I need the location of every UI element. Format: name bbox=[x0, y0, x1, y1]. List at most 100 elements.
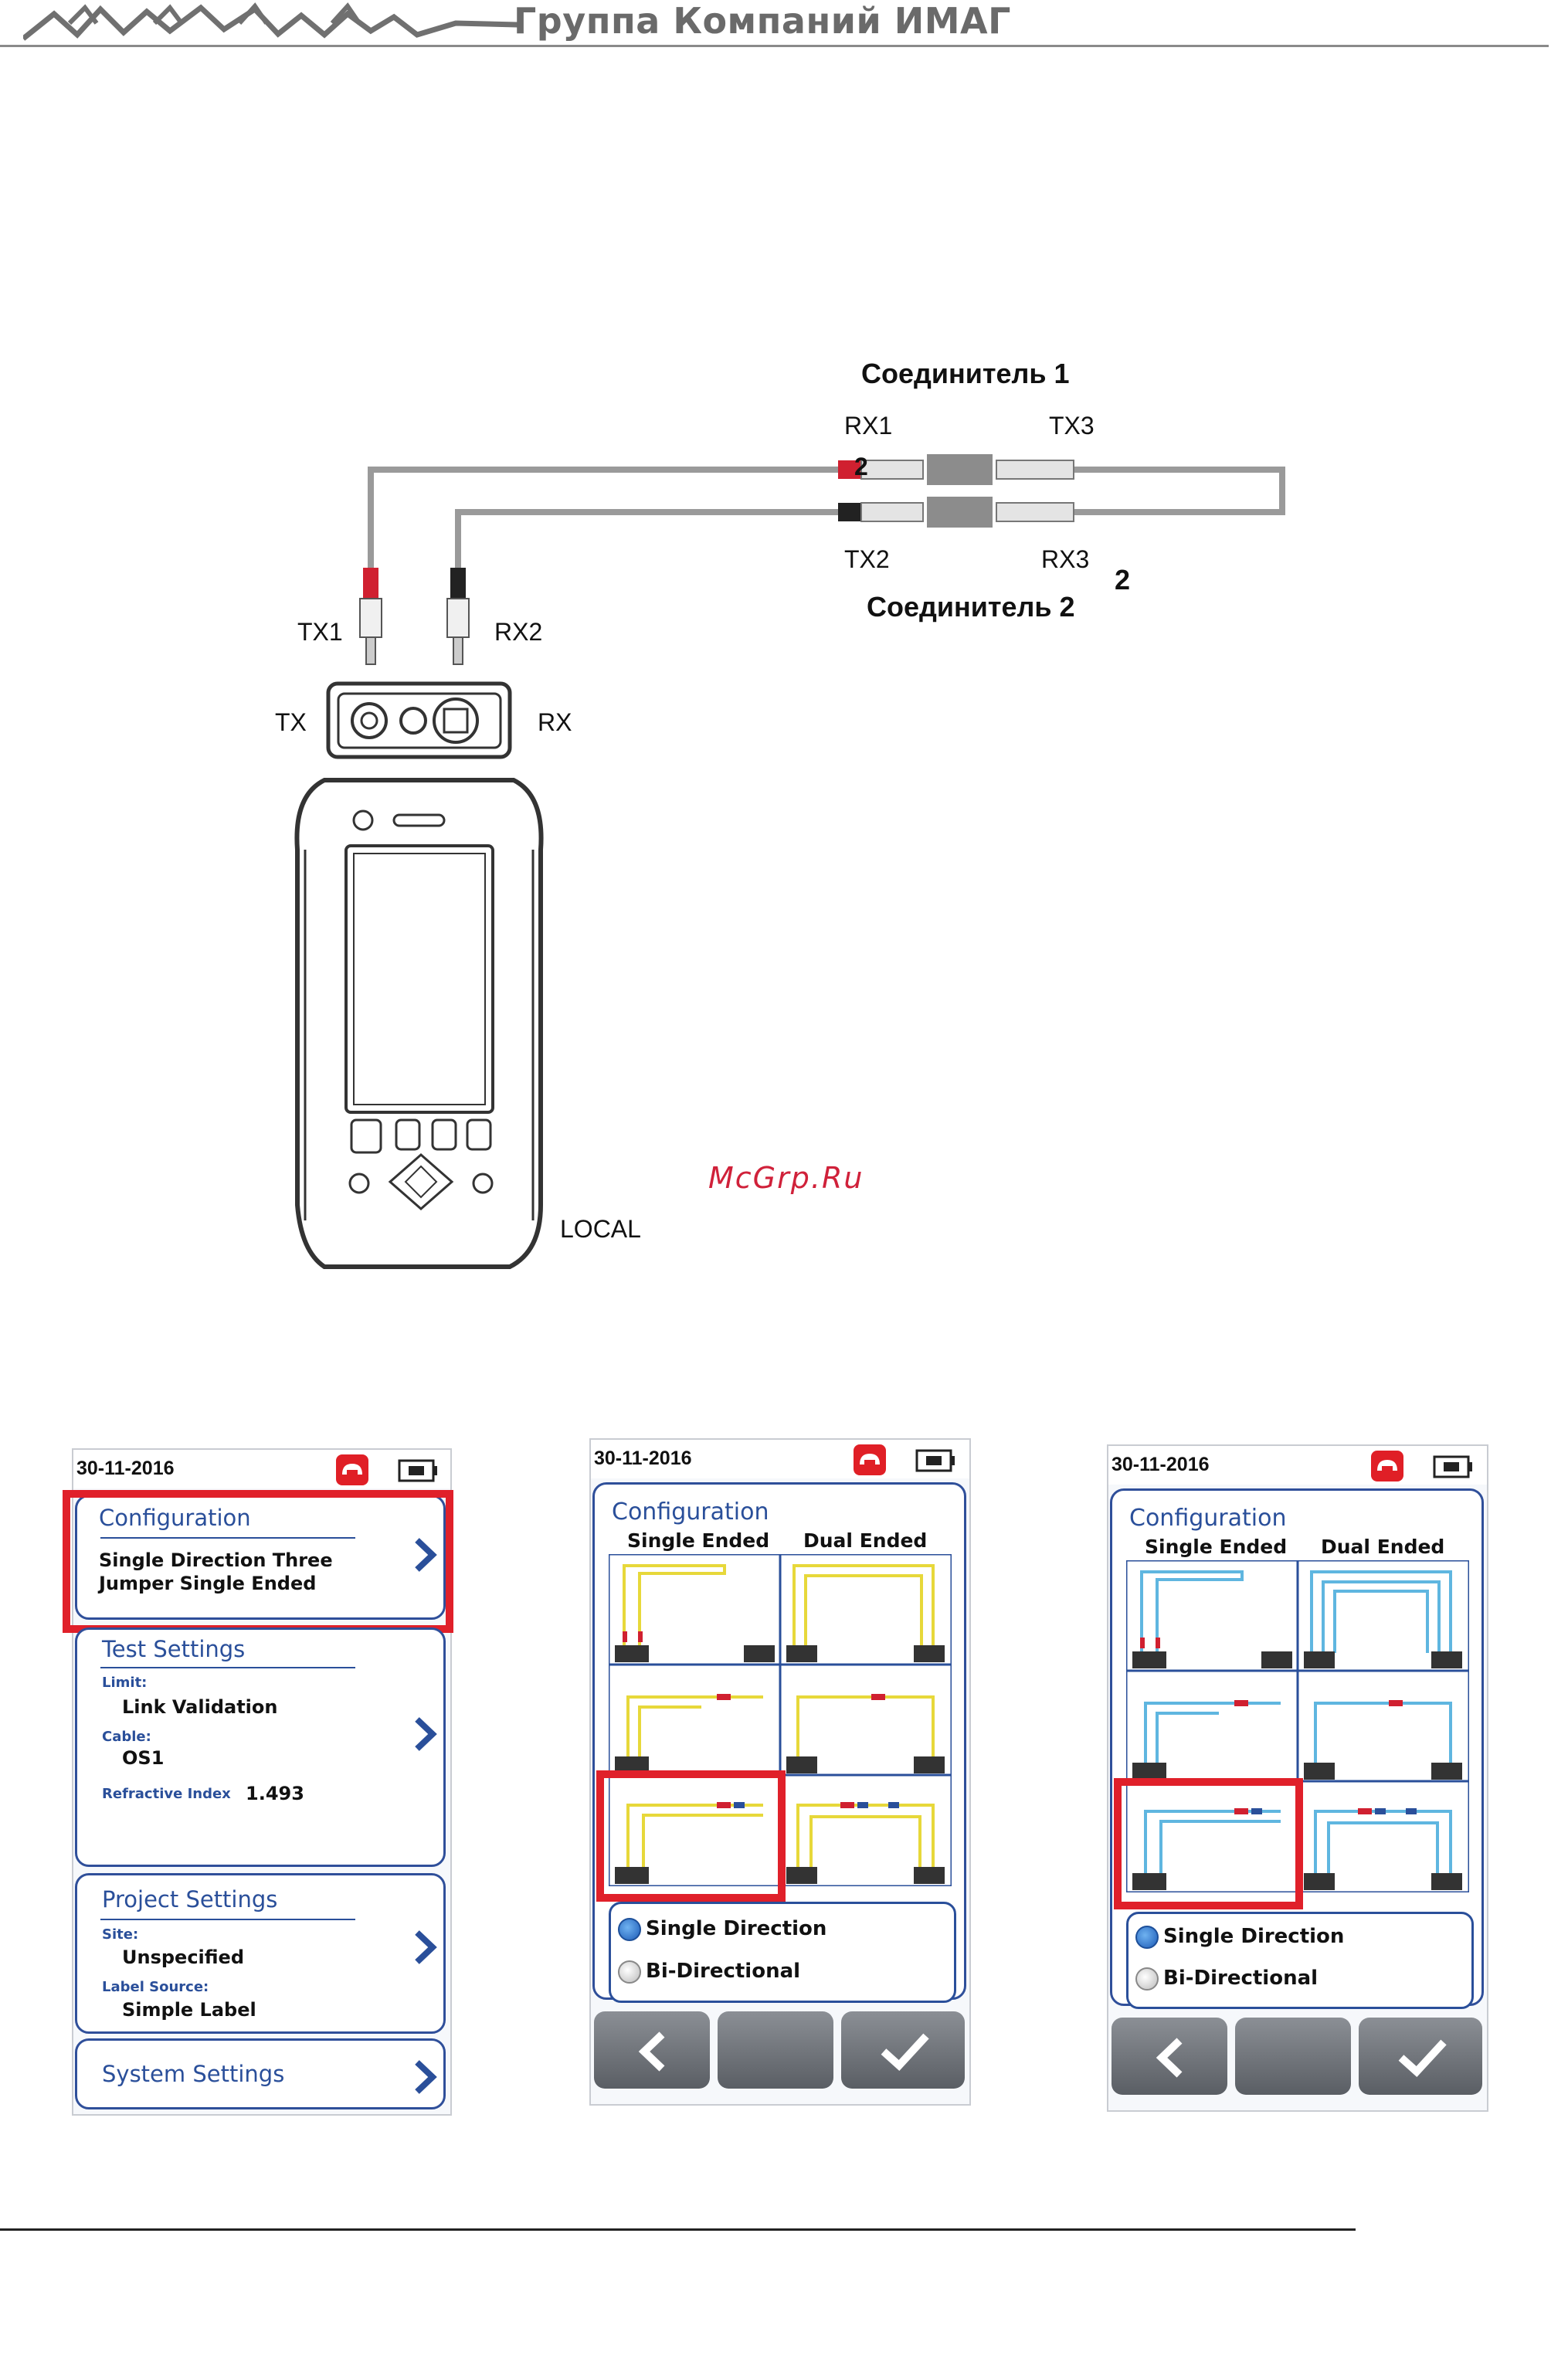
divider bbox=[100, 1667, 355, 1668]
limit-label: Limit: bbox=[102, 1675, 148, 1691]
single-ended-label: Single Ended bbox=[1145, 1536, 1288, 1558]
radio-unselected-icon bbox=[1135, 1967, 1159, 1991]
label-rx2: RX2 bbox=[494, 618, 543, 646]
bi-directional-label: Bi-Directional bbox=[646, 1960, 801, 1983]
configuration-line2: Jumper Single Ended bbox=[99, 1573, 317, 1594]
screen-main-settings: 30-11-2016 Configuration Single Directio… bbox=[63, 1448, 453, 2116]
chevron-right-icon[interactable] bbox=[409, 1536, 440, 1574]
label-number-top: 2 bbox=[854, 453, 868, 480]
radio-selected-icon bbox=[1135, 1925, 1159, 1949]
system-settings-card[interactable]: System Settings bbox=[75, 2038, 446, 2109]
radio-bi-directional[interactable]: Bi-Directional bbox=[1135, 1967, 1318, 1991]
highlight-single-direction-three-jumper bbox=[1114, 1778, 1303, 1909]
radio-bi-directional[interactable]: Bi-Directional bbox=[618, 1960, 800, 1984]
label-rx3: RX3 bbox=[1041, 545, 1090, 573]
refractive-index-value: 1.493 bbox=[246, 1783, 304, 1804]
label-rx1: RX1 bbox=[844, 412, 893, 440]
divider bbox=[100, 1919, 355, 1920]
connector-2 bbox=[838, 497, 1074, 528]
direction-options bbox=[609, 1902, 956, 2003]
bi-directional-label: Bi-Directional bbox=[1163, 1967, 1319, 1990]
battery-icon bbox=[398, 1459, 437, 1482]
status-bar: 30-11-2016 bbox=[1108, 1446, 1487, 1485]
label-source-value: Simple Label bbox=[122, 1999, 256, 2021]
rx2-connector bbox=[446, 568, 470, 665]
status-bar: 30-11-2016 bbox=[591, 1440, 969, 1478]
direction-options bbox=[1126, 1912, 1474, 2009]
project-settings-title: Project Settings bbox=[102, 1886, 278, 1913]
fiber-cables bbox=[368, 467, 1285, 575]
highlight-configuration bbox=[63, 1490, 453, 1633]
footer-rule bbox=[0, 2228, 1356, 2231]
configuration-title: Configuration bbox=[99, 1505, 251, 1531]
label-tx3: TX3 bbox=[1049, 412, 1095, 440]
header-logo bbox=[21, 0, 518, 54]
radio-single-direction[interactable]: Single Direction bbox=[1135, 1925, 1344, 1949]
radio-selected-icon bbox=[618, 1917, 641, 1941]
date: 30-11-2016 bbox=[594, 1448, 692, 1469]
label-source-label: Label Source: bbox=[102, 1979, 209, 1995]
phone-icon bbox=[1371, 1451, 1403, 1481]
chevron-right-icon[interactable] bbox=[409, 1928, 440, 1967]
battery-icon bbox=[1433, 1455, 1472, 1478]
configuration-line1: Single Direction Three bbox=[99, 1549, 333, 1571]
test-settings-title: Test Settings bbox=[102, 1636, 246, 1662]
chevron-right-icon[interactable] bbox=[409, 2058, 440, 2096]
cable-label: Cable: bbox=[102, 1729, 151, 1745]
date: 30-11-2016 bbox=[1112, 1454, 1210, 1475]
limit-value: Link Validation bbox=[122, 1696, 278, 1718]
single-direction-label: Single Direction bbox=[1163, 1925, 1345, 1948]
label-local: LOCAL bbox=[560, 1215, 641, 1243]
refractive-index-label: Refractive Index bbox=[102, 1786, 231, 1802]
test-settings-card[interactable]: Test Settings Limit: Link Validation Cab… bbox=[75, 1627, 446, 1867]
tx1-connector bbox=[359, 568, 382, 665]
confirm-button[interactable] bbox=[1359, 2018, 1482, 2095]
connector1-title: Соединитель 1 bbox=[861, 358, 1070, 389]
configuration-title: Configuration bbox=[612, 1498, 769, 1526]
date: 30-11-2016 bbox=[76, 1458, 175, 1479]
site-value: Unspecified bbox=[122, 1946, 245, 1968]
configuration-panel: Configuration Single Ended Dual Ended bbox=[1110, 1488, 1484, 2009]
battery-icon bbox=[915, 1449, 955, 1472]
blank-button[interactable] bbox=[1235, 2018, 1351, 2095]
label-tx: TX bbox=[275, 708, 307, 736]
site-label: Site: bbox=[102, 1926, 139, 1943]
button-bar bbox=[591, 2011, 969, 2096]
single-ended-label: Single Ended bbox=[627, 1529, 770, 1552]
label-tx1: TX1 bbox=[297, 618, 343, 646]
radio-single-direction[interactable]: Single Direction bbox=[618, 1917, 826, 1941]
watermark: McGrp.Ru bbox=[708, 1161, 864, 1195]
company-name: Группа Компаний ИМАГ bbox=[514, 0, 1011, 42]
chevron-right-icon[interactable] bbox=[409, 1715, 440, 1753]
chevron-left-icon bbox=[1156, 2038, 1183, 2078]
blank-button[interactable] bbox=[718, 2011, 833, 2089]
system-settings-title: System Settings bbox=[102, 2061, 285, 2087]
highlight-single-direction-three-jumper bbox=[596, 1770, 786, 1902]
phone-icon bbox=[854, 1444, 886, 1475]
cable-value: OS1 bbox=[122, 1747, 165, 1769]
port-module bbox=[326, 681, 512, 759]
back-button[interactable] bbox=[1112, 2018, 1227, 2095]
header-rule bbox=[0, 45, 1549, 47]
back-button[interactable] bbox=[594, 2011, 710, 2089]
label-tx2: TX2 bbox=[844, 545, 890, 573]
handheld-tester bbox=[294, 778, 544, 1269]
checkmark-icon bbox=[881, 2033, 929, 2072]
configuration-title: Configuration bbox=[1129, 1505, 1287, 1532]
button-bar bbox=[1108, 2018, 1487, 2103]
screen-configuration-yellow: 30-11-2016 Configuration Single Ended Du… bbox=[589, 1438, 971, 2106]
checkmark-icon bbox=[1398, 2039, 1447, 2078]
connection-diagram: 2 bbox=[294, 453, 1285, 1269]
project-settings-card[interactable]: Project Settings Site: Unspecified Label… bbox=[75, 1873, 446, 2034]
screen-configuration-blue: 30-11-2016 Configuration Single Ended Du… bbox=[1107, 1444, 1488, 2112]
chevron-left-icon bbox=[638, 2031, 665, 2072]
connector2-title: Соединитель 2 bbox=[867, 591, 1075, 623]
phone-icon bbox=[336, 1454, 368, 1485]
divider bbox=[100, 1537, 355, 1539]
confirm-button[interactable] bbox=[841, 2011, 965, 2089]
dual-ended-label: Dual Ended bbox=[1321, 1536, 1445, 1558]
configuration-card[interactable]: Configuration Single Direction Three Jum… bbox=[75, 1495, 446, 1620]
connector-1 bbox=[838, 454, 1074, 485]
configuration-panel: Configuration Single Ended Dual Ended bbox=[592, 1482, 966, 2003]
status-bar: 30-11-2016 bbox=[73, 1450, 450, 1488]
